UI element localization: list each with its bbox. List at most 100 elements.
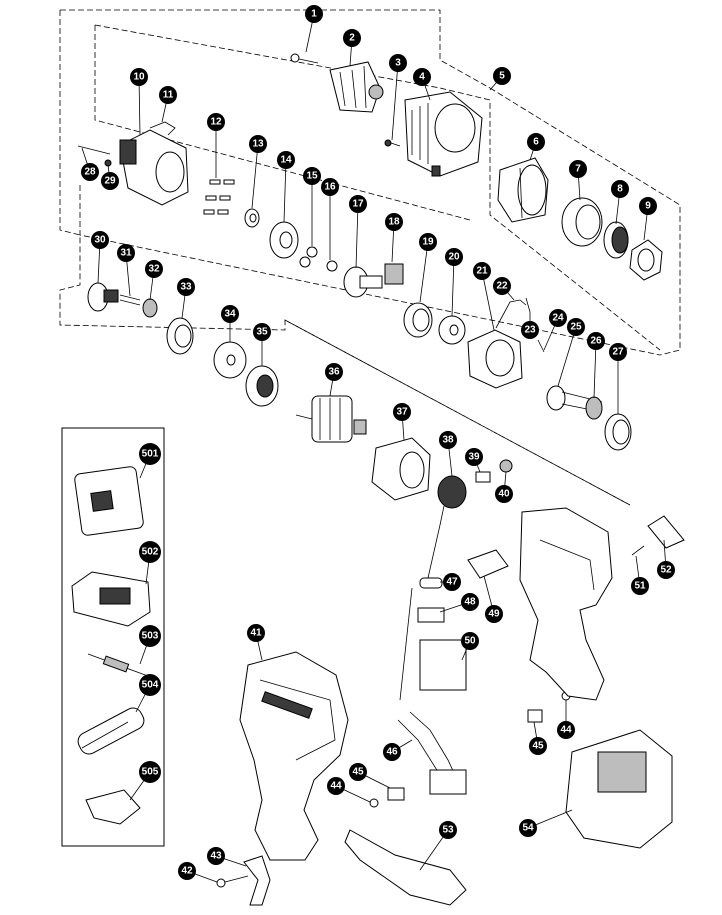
callout-number: 51 bbox=[634, 581, 646, 592]
callout-41: 41 bbox=[247, 624, 265, 642]
callout-number: 39 bbox=[468, 452, 480, 463]
callout-29: 29 bbox=[101, 172, 119, 190]
part-small-screw bbox=[384, 139, 401, 147]
callout-bubble bbox=[493, 277, 511, 295]
callout-number: 2 bbox=[349, 33, 355, 44]
callout-34: 34 bbox=[221, 305, 239, 323]
callout-bubble bbox=[485, 605, 503, 623]
callout-bubble bbox=[207, 113, 225, 131]
callout-bubble bbox=[389, 54, 407, 72]
callout-number: 10 bbox=[133, 72, 145, 83]
callout-4: 4 bbox=[413, 68, 431, 86]
callout-number: 503 bbox=[142, 631, 159, 642]
callout-52: 52 bbox=[657, 561, 675, 579]
callout-number: 40 bbox=[498, 489, 510, 500]
part-keyless-chuck bbox=[329, 61, 384, 113]
callout-number: 16 bbox=[324, 182, 336, 193]
callout-45: 45 bbox=[529, 737, 547, 755]
callout-bubble bbox=[303, 167, 321, 185]
callout-number: 15 bbox=[306, 171, 318, 182]
callout-bubble bbox=[609, 343, 627, 361]
callout-number: 46 bbox=[386, 747, 398, 758]
callout-bubble bbox=[117, 244, 135, 262]
callout-number: 28 bbox=[84, 167, 96, 178]
part-battery-pack bbox=[565, 729, 673, 849]
callout-number: 501 bbox=[142, 449, 159, 460]
callout-39: 39 bbox=[465, 448, 483, 466]
leader-line bbox=[593, 340, 597, 399]
callout-bubble bbox=[207, 847, 225, 865]
part-housing-left bbox=[239, 651, 349, 861]
part-gear-case bbox=[119, 129, 189, 206]
callout-bubble bbox=[419, 233, 437, 251]
callout-24: 24 bbox=[549, 309, 567, 327]
part-thrust-washer bbox=[438, 315, 466, 345]
callout-number: 504 bbox=[142, 680, 159, 691]
callout-53: 53 bbox=[439, 821, 457, 839]
callout-48: 48 bbox=[461, 593, 479, 611]
callout-22: 22 bbox=[493, 277, 511, 295]
callout-number: 34 bbox=[224, 309, 236, 320]
callout-bubble bbox=[349, 763, 367, 781]
part-lower-switch-parts bbox=[369, 787, 405, 808]
callout-bubble bbox=[465, 448, 483, 466]
leader-line bbox=[557, 326, 577, 387]
callout-11: 11 bbox=[159, 86, 177, 104]
callout-42: 42 bbox=[178, 862, 196, 880]
part-pin bbox=[77, 145, 112, 167]
callout-44: 44 bbox=[557, 721, 575, 739]
callout-number: 5 bbox=[499, 71, 505, 82]
part-spindle bbox=[546, 385, 603, 413]
callout-36: 36 bbox=[325, 363, 343, 381]
callout-bubble bbox=[177, 278, 195, 296]
callout-number: 48 bbox=[464, 597, 476, 608]
callout-bubble bbox=[139, 761, 161, 783]
callout-number: 32 bbox=[148, 264, 160, 275]
callout-bubble bbox=[139, 674, 161, 696]
part-hand-strap bbox=[344, 829, 467, 906]
callout-bubble bbox=[249, 135, 267, 153]
callout-number: 11 bbox=[163, 90, 174, 101]
callout-25: 25 bbox=[567, 318, 585, 336]
callout-number: 49 bbox=[488, 609, 500, 620]
accessory-charger bbox=[71, 571, 151, 627]
callout-bubble bbox=[385, 213, 403, 231]
accessory-case bbox=[74, 466, 144, 536]
callout-40: 40 bbox=[495, 485, 513, 503]
callout-17: 17 bbox=[349, 195, 367, 213]
callout-bubble bbox=[343, 29, 361, 47]
callout-23: 23 bbox=[521, 321, 539, 339]
accessory-side-handle bbox=[77, 707, 145, 755]
callout-bubble bbox=[139, 541, 161, 563]
callout-number: 29 bbox=[104, 176, 116, 187]
part-planet-gears bbox=[299, 246, 338, 272]
callout-bubble bbox=[101, 172, 119, 190]
callout-505: 505 bbox=[139, 761, 161, 783]
part-switch-parts bbox=[399, 524, 467, 701]
callout-number: 20 bbox=[448, 252, 460, 263]
callout-49: 49 bbox=[485, 605, 503, 623]
callout-number: 13 bbox=[252, 139, 264, 150]
callout-number: 19 bbox=[422, 237, 434, 248]
callout-21: 21 bbox=[473, 262, 491, 280]
callout-bubble bbox=[145, 260, 163, 278]
callout-number: 17 bbox=[352, 199, 364, 210]
callout-7: 7 bbox=[569, 160, 587, 178]
callout-bubble bbox=[557, 721, 575, 739]
callout-bubble bbox=[461, 632, 479, 650]
callout-1: 1 bbox=[305, 5, 323, 23]
part-wire-spring bbox=[495, 299, 527, 329]
callout-33: 33 bbox=[177, 278, 195, 296]
callout-number: 44 bbox=[330, 781, 342, 792]
callout-number: 7 bbox=[575, 164, 581, 175]
part-name-plate bbox=[647, 515, 685, 549]
callout-502: 502 bbox=[139, 541, 161, 563]
part-clutch-spring bbox=[603, 221, 629, 259]
callout-54: 54 bbox=[519, 819, 537, 837]
callout-bubble bbox=[81, 163, 99, 181]
callout-number: 25 bbox=[570, 322, 582, 333]
parts-drawing bbox=[71, 53, 685, 906]
callout-number: 31 bbox=[120, 248, 132, 259]
